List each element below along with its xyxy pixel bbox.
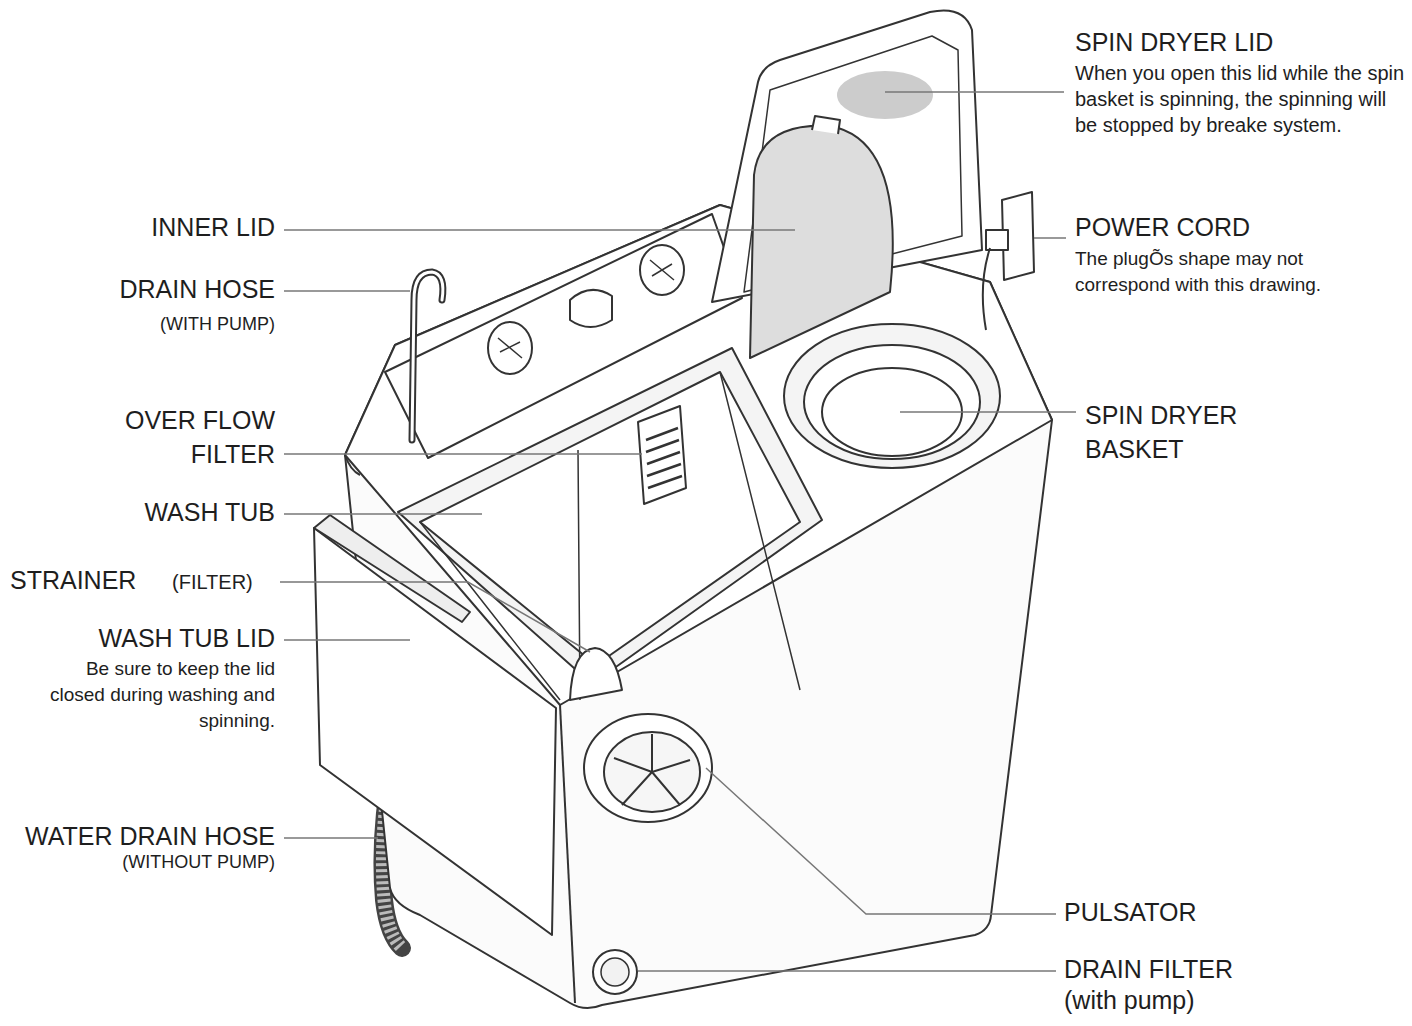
wash-tub-inside [420, 372, 800, 665]
part-sublabel: (WITH PUMP) [160, 314, 275, 335]
part-sublabel: (WITHOUT PUMP) [122, 852, 275, 873]
leader-line [284, 290, 410, 292]
part-label: POWER CORD [1075, 213, 1250, 242]
leader-line [284, 837, 378, 839]
body-edge [560, 705, 575, 1003]
note-text: Be sure to keep the lid closed during wa… [40, 656, 275, 734]
note-text: When you open this lid while the spin ba… [1075, 60, 1405, 138]
leader-line [706, 768, 1056, 914]
part-label: PULSATOR [1064, 898, 1196, 927]
panel-window [570, 290, 612, 327]
filter-slots [646, 428, 682, 488]
part-label: DRAIN HOSE [119, 275, 275, 304]
pulsator-vanes [614, 734, 690, 805]
drain-hose-inner [412, 272, 443, 440]
drain-hose [412, 272, 443, 440]
leader-line [284, 453, 642, 455]
spin-basket [804, 345, 980, 459]
note-text: The plugÕs shape may not correspond with… [1075, 246, 1400, 298]
leader-line [1034, 237, 1066, 239]
inner-lid-handle [812, 116, 840, 134]
pulsator [584, 714, 712, 822]
lid-hinge-edge [314, 515, 470, 622]
part-label: INNER LID [151, 213, 275, 242]
strainer [570, 648, 622, 700]
leader-line [284, 513, 482, 515]
power-plug [986, 230, 1008, 250]
leader-line [900, 411, 1076, 413]
part-label: SPIN DRYER LID [1075, 28, 1273, 57]
spin-opening [784, 324, 1000, 468]
part-label: DRAIN FILTER [1064, 955, 1233, 984]
inner-lid [750, 126, 893, 358]
knob-grip [498, 338, 522, 358]
part-sublabel: (with pump) [1064, 986, 1195, 1015]
drain-filter [593, 950, 637, 994]
part-label: STRAINER [10, 566, 136, 595]
leader-line [280, 582, 590, 652]
overflow-filter [638, 406, 686, 504]
leader-line [284, 639, 410, 641]
leader-line [284, 229, 795, 231]
leader-lines [280, 92, 1076, 971]
part-label: WASH TUB [144, 498, 275, 527]
drain-filter-cap [601, 958, 629, 986]
leader-line [885, 91, 1064, 93]
machine-drawing [314, 10, 1052, 1008]
wash-tub-rim [398, 348, 822, 684]
knob-grip [650, 260, 674, 280]
part-label: SPIN DRYER BASKET [1085, 398, 1285, 466]
power-cable [983, 248, 990, 330]
leader-line [638, 970, 1056, 972]
part-label: WATER DRAIN HOSE [25, 822, 275, 851]
part-sublabel: (FILTER) [172, 571, 253, 594]
control-knob [488, 322, 532, 374]
control-knob [640, 245, 684, 295]
part-label: OVER FLOW FILTER [75, 403, 275, 471]
pulsator-disc [604, 732, 700, 812]
lid-window [837, 71, 933, 119]
part-label: WASH TUB LID [99, 624, 275, 653]
